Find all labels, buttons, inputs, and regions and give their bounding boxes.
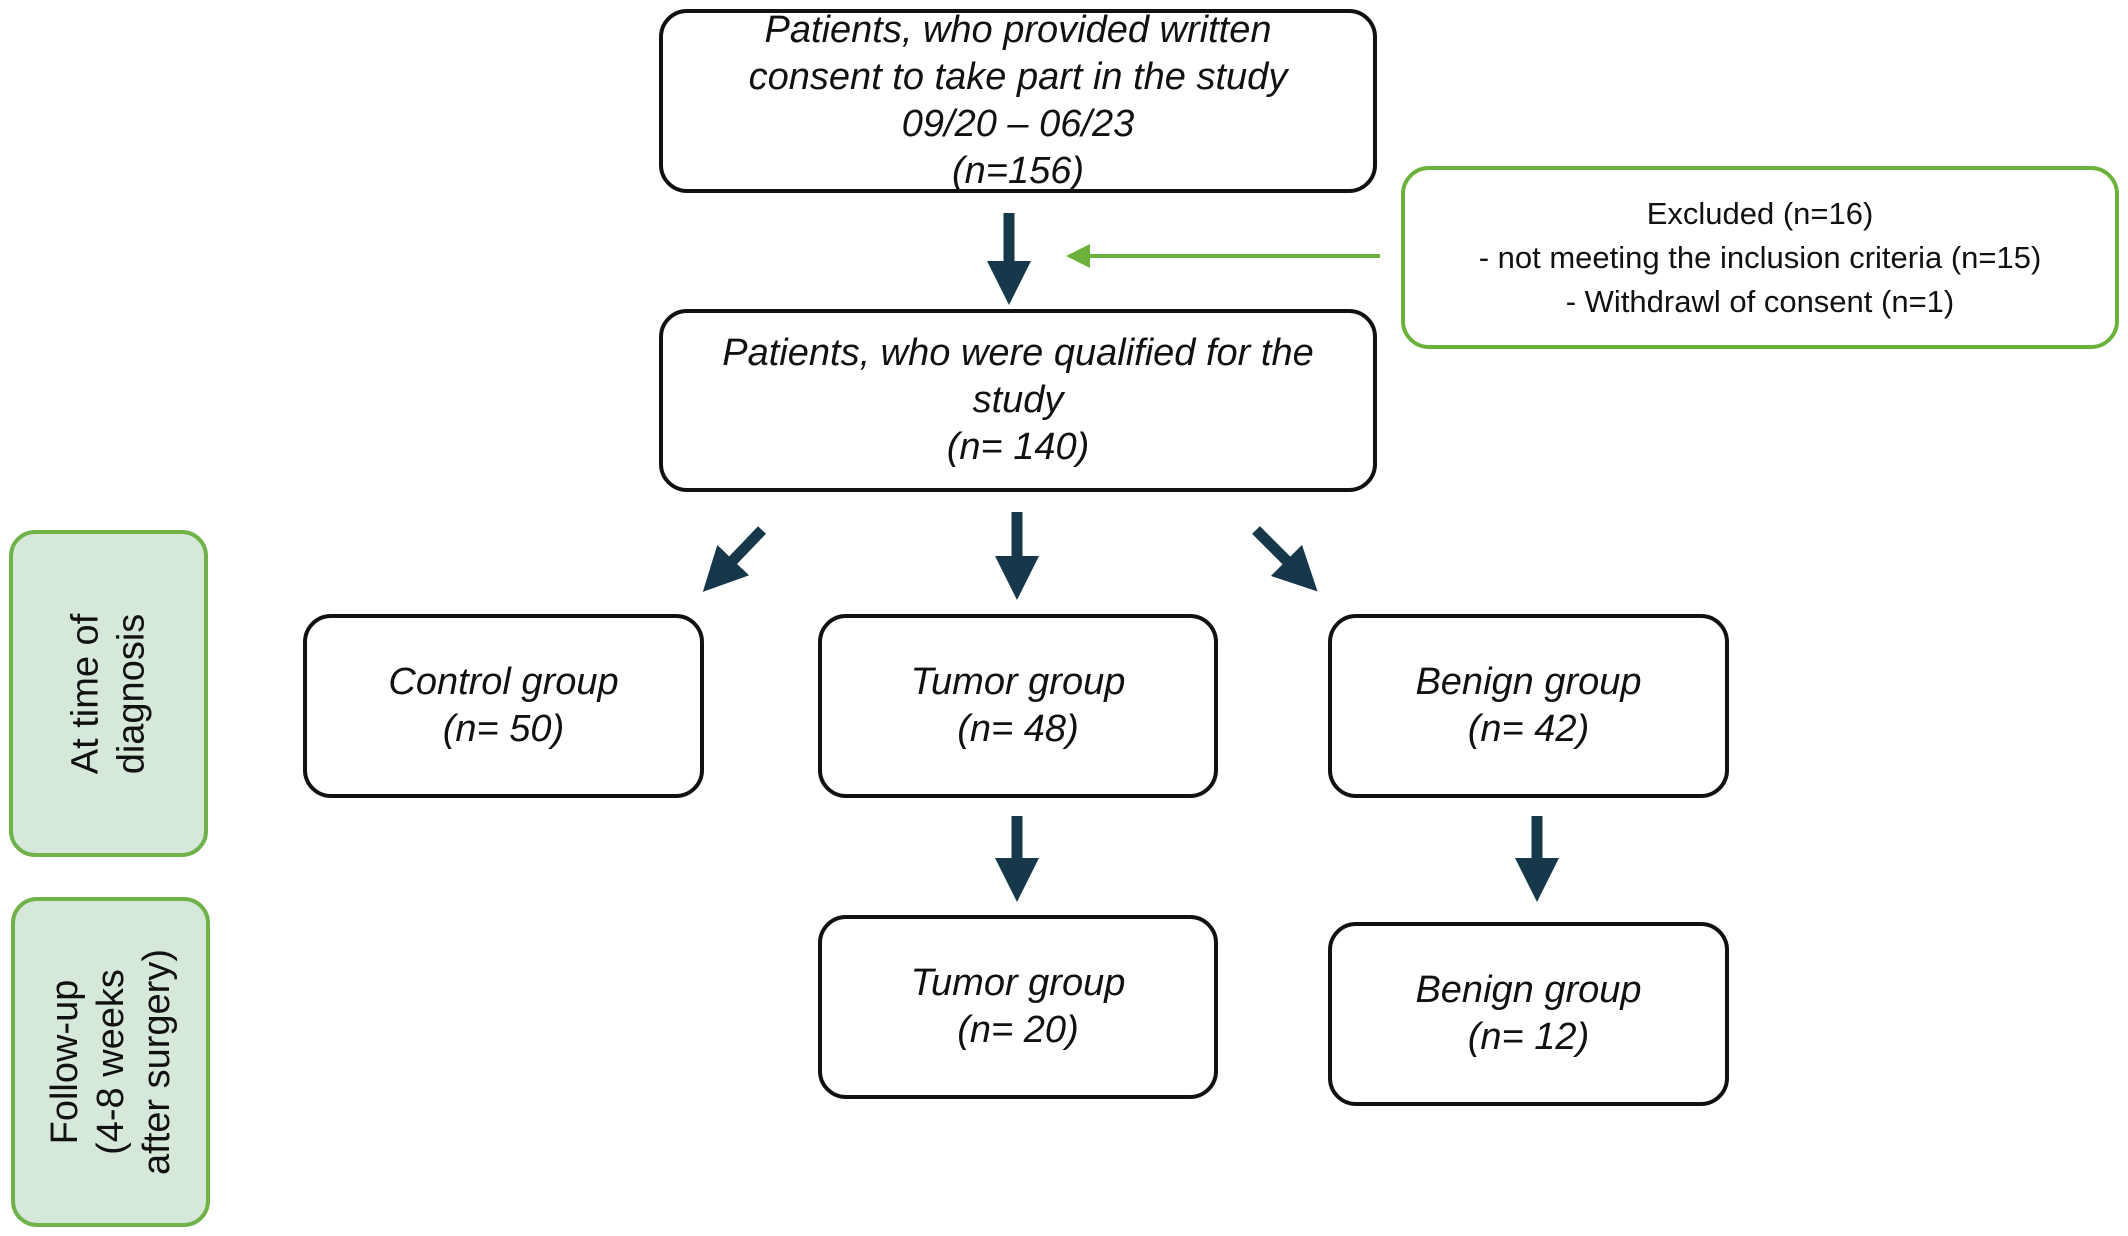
benign-followup-name: Benign group [1415,969,1642,1011]
tumor-followup-count: (n= 20) [957,1009,1079,1051]
benign-followup-box: Benign group (n= 12) [1328,922,1729,1106]
tumor-followup-name: Tumor group [910,962,1126,1004]
side-label-followup-line-2: (4-8 weeks [89,969,132,1155]
side-label-followup-line-1: Follow-up [43,979,86,1145]
consent-line-1: Patients, who provided written [764,9,1272,51]
tumor-followup-box: Tumor group (n= 20) [818,915,1218,1099]
consent-count: (n=156) [951,150,1085,192]
side-label-diagnosis-line-2: diagnosis [110,613,153,774]
side-label-followup: Follow-up (4-8 weeks after surgery) [11,897,210,1227]
arrow-to-benign [1252,526,1318,592]
side-label-diagnosis-text: At time of diagnosis [63,613,155,774]
tumor-group-box: Tumor group (n= 48) [818,614,1218,798]
qualified-line-1: Patients, who were qualified for the [722,332,1314,374]
tumor-group-count: (n= 48) [957,708,1079,750]
tumor-group-name: Tumor group [910,661,1126,703]
side-label-diagnosis: At time of diagnosis [9,530,208,857]
excluded-title: Excluded (n=16) [1646,195,1874,231]
control-group-count: (n= 50) [442,708,565,750]
excluded-reason-withdrawal: - Withdrawl of consent (n=1) [1565,283,1955,319]
qualified-count: (n= 140) [946,426,1090,468]
side-label-diagnosis-line-1: At time of [64,613,107,774]
consent-line-2: consent to take part in the study [748,56,1288,98]
side-label-followup-text: Follow-up (4-8 weeks after surgery) [42,949,180,1175]
qualified-box: Patients, who were qualified for the stu… [659,309,1377,492]
benign-followup-count: (n= 12) [1467,1016,1590,1058]
benign-group-box: Benign group (n= 42) [1328,614,1729,798]
excluded-reason-criteria: - not meeting the inclusion criteria (n=… [1478,239,2042,275]
consent-date-range: 09/20 – 06/23 [901,103,1135,145]
qualified-line-2: study [972,379,1064,421]
arrow-to-control [702,526,766,592]
benign-group-name: Benign group [1415,661,1642,703]
control-group-name: Control group [388,661,619,703]
excluded-box: Excluded (n=16) - not meeting the inclus… [1401,166,2119,349]
benign-group-count: (n= 42) [1467,708,1590,750]
side-label-followup-line-3: after surgery) [135,949,178,1175]
control-group-box: Control group (n= 50) [303,614,704,798]
consent-box: Patients, who provided written consent t… [659,9,1377,193]
